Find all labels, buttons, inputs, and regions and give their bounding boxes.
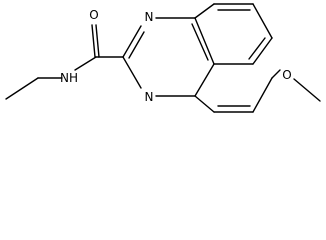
bond-o-ch3 — [293, 78, 321, 102]
bond-c6-c5-double — [252, 37, 273, 65]
bond-c7-c6 — [252, 3, 273, 39]
quinazoline-carboxamide-structure: O N N NH O — [5, 3, 321, 113]
bond-c8a-c8 — [194, 3, 215, 19]
amide-nh-label: NH — [60, 71, 78, 85]
bond-carbonyl-double-1 — [91, 24, 96, 58]
bond-c2-n1-inner — [128, 31, 145, 59]
bond-n-carbonyl — [74, 56, 97, 71]
bond-c4a-c8a-double — [194, 17, 215, 65]
bond-carbonyl-double-2 — [95, 24, 100, 58]
bond-c4a-c8a-inner — [191, 23, 209, 61]
bond-c4-c4a — [194, 63, 215, 97]
ether-oxygen-label: O — [282, 68, 291, 82]
bond-c2-n3 — [122, 56, 142, 89]
carbonyl-oxygen-label: O — [89, 8, 98, 22]
bond-c4-c5-double — [194, 95, 215, 113]
bond-c6-c5-inner — [248, 37, 266, 60]
bond-ring-right-lower — [252, 77, 273, 113]
ring-nitrogen-top-label: N — [145, 10, 154, 24]
bond-ethyl-ch3 — [5, 77, 39, 100]
bond-c6-o — [271, 69, 281, 79]
ring-nitrogen-bottom-label: N — [145, 90, 154, 104]
bond-c2-n1-double — [122, 25, 142, 58]
